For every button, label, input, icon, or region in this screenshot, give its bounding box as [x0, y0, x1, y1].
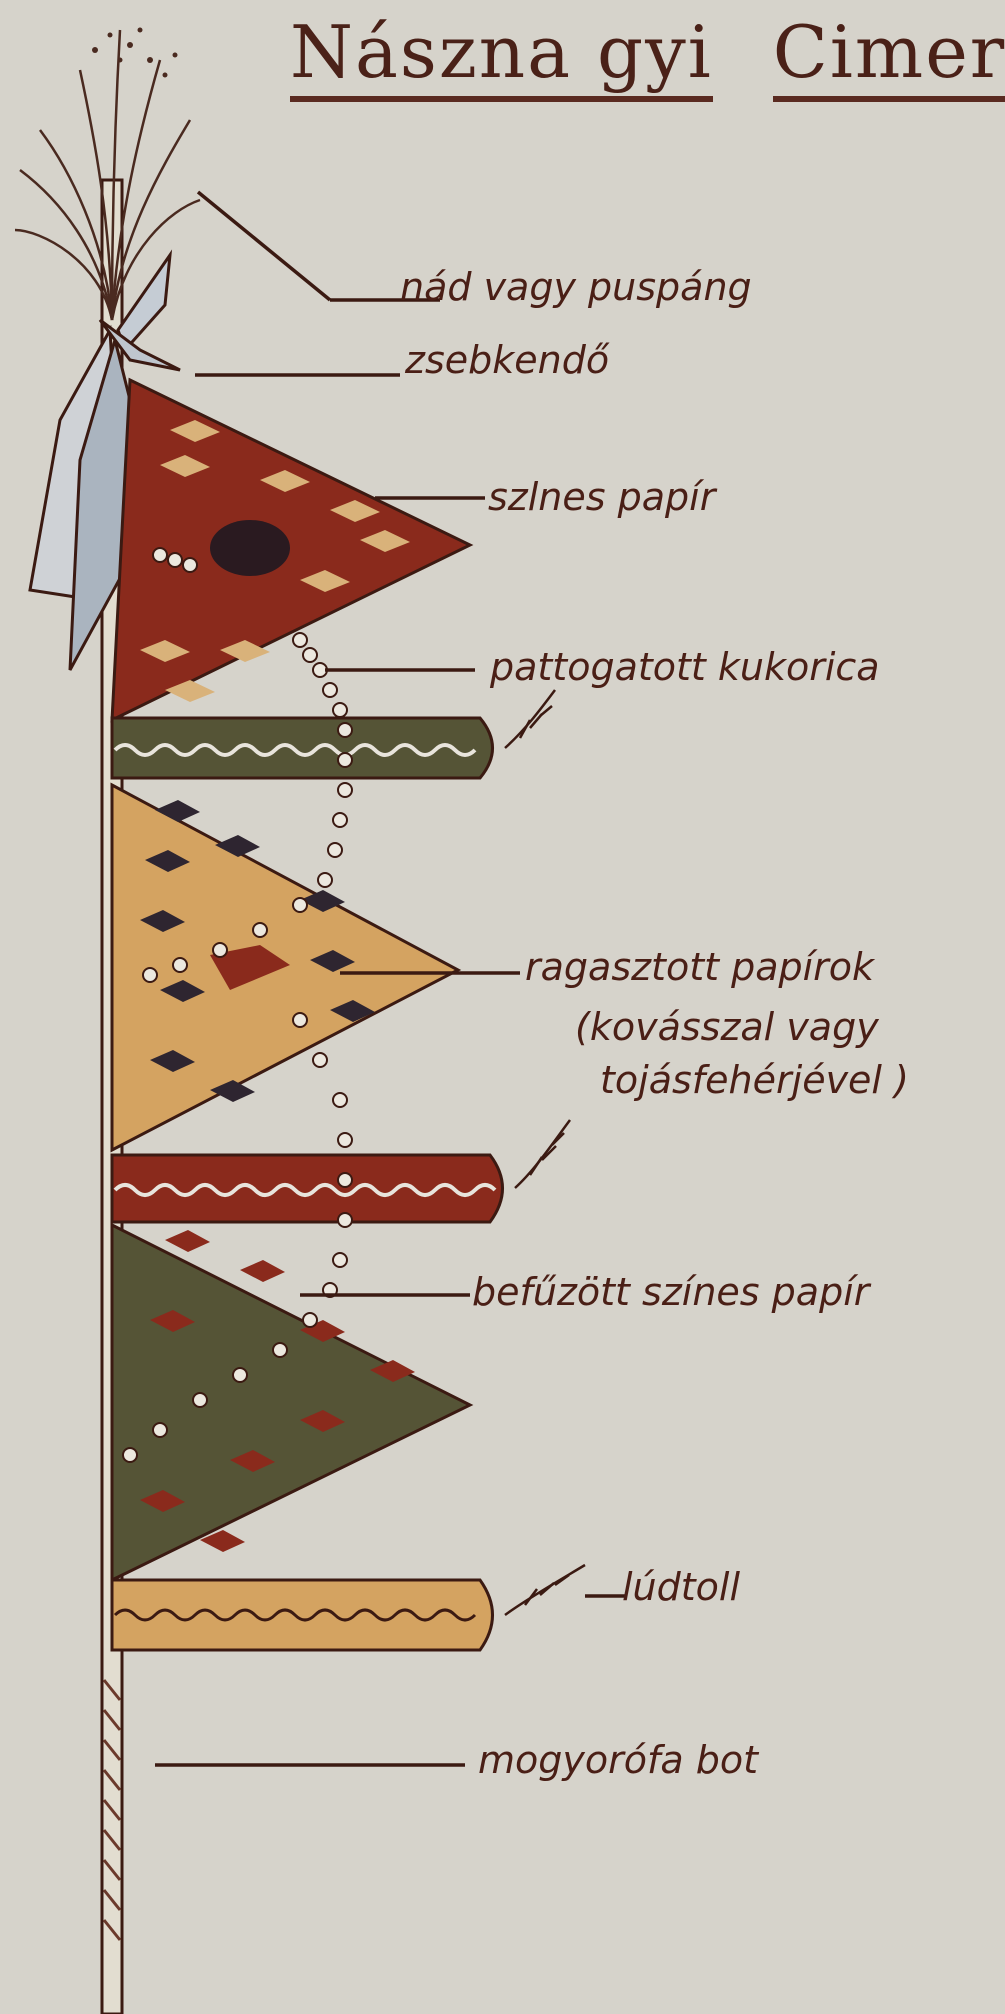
label-threaded-paper: befűzött színes papír — [472, 1270, 869, 1314]
label-reed: nád vagy puspáng — [400, 265, 752, 309]
ochre-paper-pennant-icon — [112, 785, 458, 1150]
goose-feather-icon — [505, 690, 585, 1615]
reed-seeds-icon — [92, 28, 178, 78]
red-paper-strip-icon — [112, 1155, 503, 1222]
ochre-paper-strip-icon — [112, 1580, 493, 1650]
label-glued-papers-note-2: tojásfehérjével ) — [600, 1058, 909, 1102]
label-goose-feather: lúdtoll — [622, 1565, 740, 1609]
label-handkerchief: zsebkendő — [405, 338, 609, 382]
label-hazel-stick: mogyorófa bot — [478, 1738, 758, 1782]
label-popcorn: pattogatott kukorica — [490, 645, 880, 689]
olive-paper-pennant-icon — [112, 1225, 470, 1580]
label-glued-papers: ragasztott papírok — [525, 945, 874, 989]
label-colored-paper: szlnes papír — [488, 475, 715, 519]
olive-paper-strip-icon — [112, 718, 493, 778]
label-glued-papers-note-1: (kovásszal vagy — [575, 1005, 879, 1049]
